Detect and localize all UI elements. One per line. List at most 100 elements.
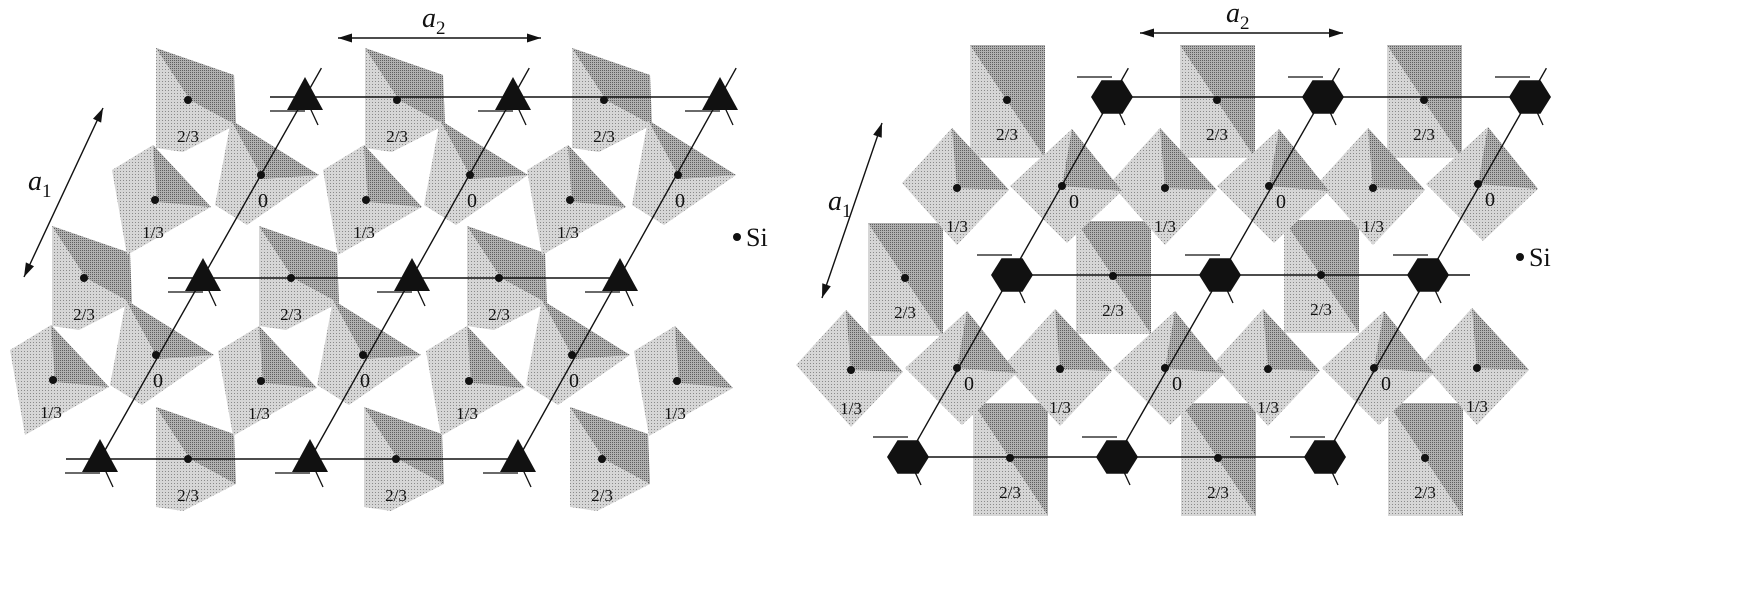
- threefold-screw-axis-triangle-icon: [82, 439, 118, 472]
- height-label: 1/3: [664, 404, 686, 423]
- axis-a1-arrow: [821, 122, 883, 299]
- polyhedron-face-dark: [333, 300, 421, 359]
- si-atom-dot: [393, 96, 401, 104]
- axis-a1-label: a1: [828, 186, 852, 222]
- si-atom-dot: [362, 196, 370, 204]
- si-atom-dot: [1421, 454, 1429, 462]
- sio4-tetrahedron-two-thirds: 2/3: [1284, 220, 1359, 333]
- axis-a2-label: a2: [1226, 0, 1250, 34]
- height-label: 2/3: [1310, 300, 1332, 319]
- arrowhead-icon: [24, 262, 35, 277]
- polyhedron-face-dark: [365, 48, 445, 125]
- si-atom-dot: [1369, 184, 1377, 192]
- polyhedron-face-dark: [1368, 128, 1425, 190]
- polyhedron-face-dark: [1165, 311, 1225, 373]
- sixfold-screw-axis-hexagon-icon: [887, 440, 929, 474]
- si-atom-dot: [1056, 365, 1064, 373]
- sio4-tetrahedron-one-third: 1/3: [1110, 128, 1217, 245]
- sixfold-screw-axis-hexagon-icon: [991, 258, 1033, 292]
- sixfold-screw-axis-hexagon-icon: [1302, 80, 1344, 114]
- height-label: 2/3: [280, 305, 302, 324]
- polyhedron-face-dark: [570, 407, 650, 484]
- legend-si: Si: [733, 223, 768, 252]
- threefold-screw-axis-triangle-icon: [287, 77, 323, 110]
- si-atom-dot: [1003, 96, 1011, 104]
- height-label: 2/3: [386, 127, 408, 146]
- height-label: 2/3: [894, 303, 916, 322]
- sio4-tetrahedron-zero: 0: [1010, 129, 1122, 243]
- height-label: 2/3: [385, 486, 407, 505]
- sio4-tetrahedron-one-third: 1/3: [796, 310, 903, 427]
- sio4-tetrahedron-two-thirds: 2/3: [1076, 221, 1151, 334]
- height-label: 0: [1485, 189, 1495, 211]
- si-atom-dot: [566, 196, 574, 204]
- polyhedron-face-dark: [467, 326, 525, 388]
- polyhedron-face-dark: [952, 128, 1009, 190]
- height-label: 2/3: [996, 125, 1018, 144]
- height-label: 2/3: [73, 305, 95, 324]
- si-atom-dot: [1370, 364, 1378, 372]
- si-atom-dot: [80, 274, 88, 282]
- arrowhead-icon: [822, 283, 831, 298]
- si-atom-dot: [184, 96, 192, 104]
- height-label: 2/3: [1206, 125, 1228, 144]
- sio4-tetrahedron-one-third: 1/3: [112, 145, 211, 255]
- si-atom-dot: [901, 274, 909, 282]
- height-label: 0: [964, 373, 974, 395]
- sio4-tetrahedron-one-third: 1/3: [218, 326, 317, 436]
- si-atom-dot: [465, 377, 473, 385]
- axis-line: [821, 122, 883, 299]
- axis-a1-arrow: [23, 107, 104, 278]
- si-atom-dot: [598, 455, 606, 463]
- si-atom-dot: [49, 376, 57, 384]
- sio4-tetrahedron-zero: 0: [1217, 129, 1329, 243]
- threefold-screw-axis-triangle-icon: [292, 439, 328, 472]
- si-legend-dot: [1516, 253, 1524, 261]
- si-legend-dot: [733, 233, 741, 241]
- sio4-tetrahedron-two-thirds: 2/3: [970, 45, 1045, 158]
- height-label: 0: [1276, 191, 1286, 213]
- sio4-tetrahedron-two-thirds: 2/3: [868, 223, 943, 336]
- height-label: 1/3: [456, 404, 478, 423]
- axis-a1-label: a1: [28, 166, 52, 202]
- arrowhead-icon: [338, 33, 352, 43]
- sio4-tetrahedron-two-thirds: 2/3: [1388, 403, 1463, 516]
- polyhedron-face-dark: [156, 407, 236, 484]
- si-atom-dot: [568, 351, 576, 359]
- threefold-screw-axis-triangle-icon: [500, 439, 536, 472]
- height-label: 1/3: [40, 403, 62, 422]
- sixfold-screw-axis-hexagon-icon: [1304, 440, 1346, 474]
- height-label: 1/3: [557, 223, 579, 242]
- sio4-tetrahedron-one-third: 1/3: [323, 145, 422, 255]
- sixfold-screw-axis-hexagon-icon: [1091, 80, 1133, 114]
- polyhedron-face-dark: [1062, 129, 1122, 191]
- height-label: 0: [569, 370, 579, 392]
- sio4-tetrahedron-zero: 0: [1426, 127, 1538, 241]
- height-label: 0: [1069, 191, 1079, 213]
- legend-label: Si: [1529, 243, 1551, 272]
- height-label: 1/3: [840, 399, 862, 418]
- sio4-tetrahedron-two-thirds: 2/3: [1387, 45, 1462, 158]
- polyhedron-face-dark: [1055, 309, 1112, 371]
- polyhedron-face-dark: [126, 300, 214, 359]
- sio4-tetrahedron-zero: 0: [1322, 311, 1434, 425]
- si-atom-dot: [1264, 365, 1272, 373]
- sixfold-screw-axis-hexagon-icon: [1407, 258, 1449, 292]
- sio4-tetrahedron-zero: 0: [424, 120, 528, 225]
- sio4-tetrahedron-zero: 0: [215, 120, 319, 225]
- arrowhead-icon: [873, 123, 882, 138]
- si-atom-dot: [257, 377, 265, 385]
- polyhedron-face-dark: [259, 326, 317, 388]
- sio4-tetrahedron-zero: 0: [110, 300, 214, 405]
- si-atom-dot: [673, 377, 681, 385]
- si-atom-dot: [151, 196, 159, 204]
- si-atom-dot: [953, 184, 961, 192]
- sio4-tetrahedron-two-thirds: 2/3: [156, 48, 236, 152]
- height-label: 0: [360, 370, 370, 392]
- polyhedron-face-dark: [364, 145, 422, 207]
- height-label: 2/3: [488, 305, 510, 324]
- axis-a2-arrow: [338, 33, 541, 43]
- polyhedron-face-dark: [572, 48, 652, 125]
